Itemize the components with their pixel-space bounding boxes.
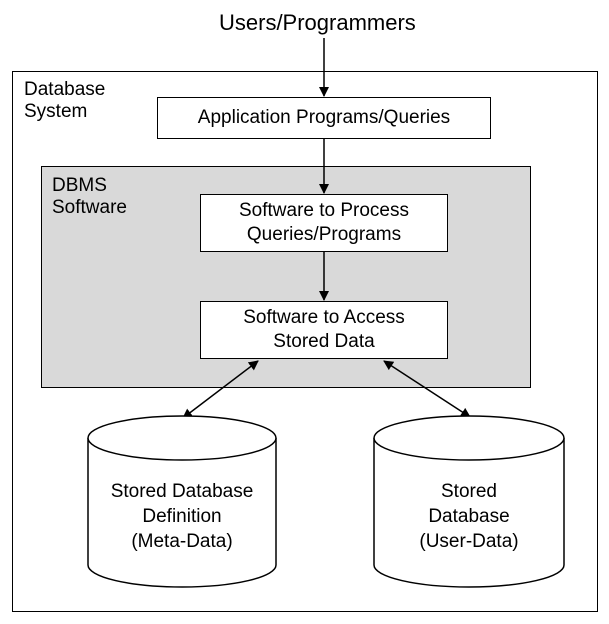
application-programs-box: Application Programs/Queries bbox=[157, 97, 491, 139]
database-system-frame bbox=[12, 71, 598, 612]
dbms-label-line2: Software bbox=[52, 197, 127, 218]
database-system-label: Database System bbox=[24, 79, 105, 123]
application-programs-label: Application Programs/Queries bbox=[197, 107, 451, 128]
access-box-line1: Software to Access bbox=[243, 307, 405, 328]
arrow-access-user-bidirectional bbox=[383, 360, 471, 418]
meta-store-line1: Stored Database bbox=[110, 481, 254, 502]
access-box-line2: Stored Data bbox=[273, 331, 375, 352]
user-store-line3: (User-Data) bbox=[419, 531, 519, 552]
user-data-store-label: Stored Database (User-Data) bbox=[374, 479, 564, 554]
meta-store-line3: (Meta-Data) bbox=[131, 531, 233, 552]
arrow-access-meta-bidirectional bbox=[182, 360, 259, 419]
meta-data-cylinder bbox=[87, 415, 277, 588]
process-queries-box: Software to Process Queries/Programs bbox=[200, 194, 448, 252]
users-programmers-label: Users/Programmers bbox=[219, 10, 416, 35]
database-system-label-line1: Database bbox=[24, 79, 106, 100]
user-store-line2: Database bbox=[428, 506, 510, 527]
process-box-line1: Software to Process bbox=[238, 200, 410, 221]
meta-store-line2: Definition bbox=[142, 506, 222, 527]
meta-data-store-label: Stored Database Definition (Meta-Data) bbox=[88, 479, 276, 554]
process-box-line2: Queries/Programs bbox=[246, 224, 402, 245]
database-system-label-line2: System bbox=[24, 101, 88, 122]
user-data-cylinder bbox=[373, 415, 565, 588]
dbms-software-label: DBMS Software bbox=[52, 175, 127, 219]
user-store-line1: Stored bbox=[441, 481, 497, 502]
dbms-label-line1: DBMS bbox=[52, 175, 107, 196]
access-stored-data-box: Software to Access Stored Data bbox=[200, 301, 448, 359]
